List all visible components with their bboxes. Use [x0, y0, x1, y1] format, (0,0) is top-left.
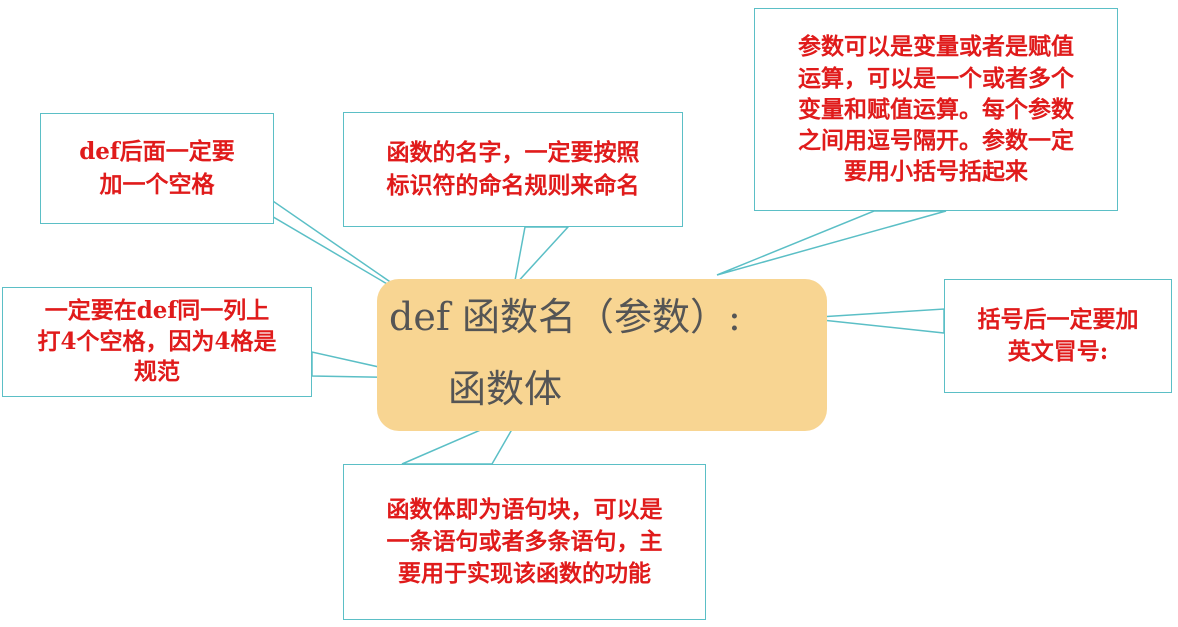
note-parameters: 参数可以是变量或者是赋值 运算，可以是一个或者多个 变量和赋值运算。每个参数 之…: [754, 8, 1118, 211]
note-function-name: 函数的名字，一定要按照 标识符的命名规则来命名: [343, 112, 683, 227]
note-def-space: def后面一定要 加一个空格: [40, 113, 274, 224]
function-body-text: 函数体: [448, 367, 563, 411]
note-indentation: 一定要在def同一列上 打4个空格，因为4格是 规范: [2, 287, 312, 397]
pointer-function-name: [512, 226, 570, 289]
function-signature-text: def 函数名（参数）:: [389, 295, 741, 339]
note-function-body: 函数体即为语句块，可以是 一条语句或者多条语句，主 要用于实现该函数的功能: [343, 464, 706, 620]
pointer-parameters: [716, 210, 947, 276]
note-colon: 括号后一定要加 英文冒号:: [944, 279, 1172, 393]
function-definition-box: [377, 279, 827, 431]
